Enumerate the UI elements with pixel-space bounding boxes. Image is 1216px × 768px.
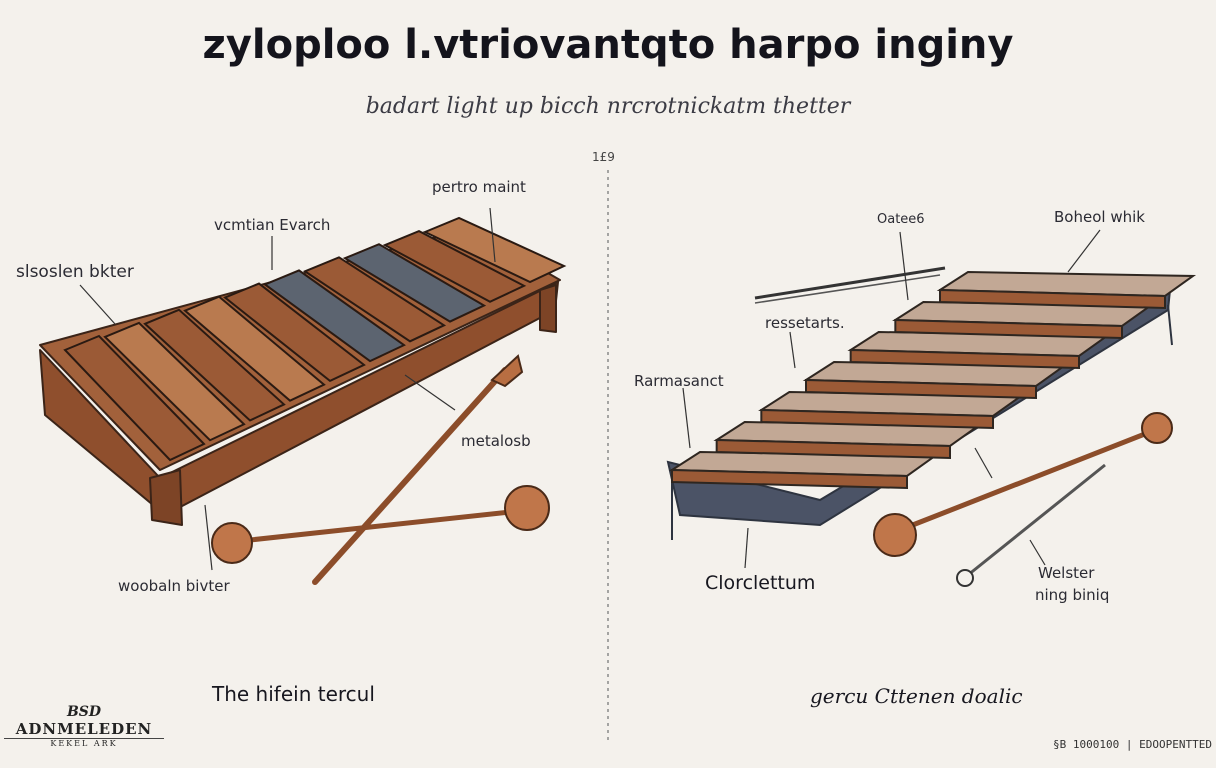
right-caption: gercu Cttenen doalic (810, 684, 1023, 708)
left-label-top-center: vcmtian Evarch (214, 216, 331, 234)
right-mallet-head-1 (873, 513, 917, 557)
right-leaders (682, 229, 1101, 569)
footer-logo: BSD ADNMELEDEN KEKEL ARK (4, 704, 164, 748)
left-mallet-head-1 (211, 522, 253, 564)
right-mallet-head-2 (1141, 412, 1173, 444)
left-bars (63, 216, 567, 462)
left-mallet-1 (312, 354, 524, 585)
right-rod (754, 266, 946, 300)
right-label-bottom-right-2: ning biniq (1035, 586, 1110, 604)
right-bar (713, 420, 982, 460)
left-bar (223, 282, 366, 383)
left-label-bottom: woobaln bivter (118, 577, 230, 595)
left-caption: The hifein tercul (212, 682, 375, 706)
left-bar (302, 256, 447, 343)
left-leaders (79, 207, 496, 571)
left-bar (382, 230, 527, 303)
right-bar (936, 270, 1197, 310)
left-bar (63, 334, 206, 462)
footer-logo-mark: BSD (66, 704, 102, 720)
left-frame-leg (539, 284, 557, 333)
left-frame-leg-front (149, 469, 183, 526)
right-bar (892, 300, 1154, 340)
right-mallet-2 (956, 463, 1106, 587)
left-label-left: slsoslen bkter (16, 262, 134, 282)
page-subtitle: badart light up bicch nrcrotnickatm thet… (365, 94, 851, 119)
right-label-bottom: Clorclettum (705, 572, 816, 594)
left-bar (342, 243, 487, 323)
left-bar (103, 321, 246, 442)
right-label-top-right: Boheol whik (1054, 208, 1145, 226)
footer-logo-small: KEKEL ARK (50, 739, 118, 748)
left-bar (183, 295, 326, 402)
right-bar (758, 390, 1025, 430)
right-label-top-left: Oatee6 (877, 212, 925, 227)
right-label-left: Rarmasanct (634, 372, 724, 390)
footer-credit: §B 1000100 | EDOOPENTTED (1053, 738, 1212, 751)
divider-label: 1£9 (592, 150, 615, 164)
right-label-upper-left: ressetarts. (765, 314, 845, 332)
left-bar (262, 269, 406, 363)
left-label-top-right: pertro maint (432, 178, 526, 196)
left-bar (422, 216, 567, 284)
right-bars (668, 270, 1197, 490)
left-bar (143, 308, 286, 422)
footer-logo-name: ADNMELEDEN (4, 720, 164, 739)
left-mallet-head-2 (504, 485, 550, 531)
left-mallet-2 (211, 485, 550, 564)
left-label-middle: metalosb (461, 432, 531, 450)
right-label-bottom-right-1: Welster (1038, 564, 1095, 582)
page-title: zyloplоо l.vtrіоvantqto harpo inginy (202, 22, 1014, 68)
right-mallet-1 (873, 412, 1173, 557)
